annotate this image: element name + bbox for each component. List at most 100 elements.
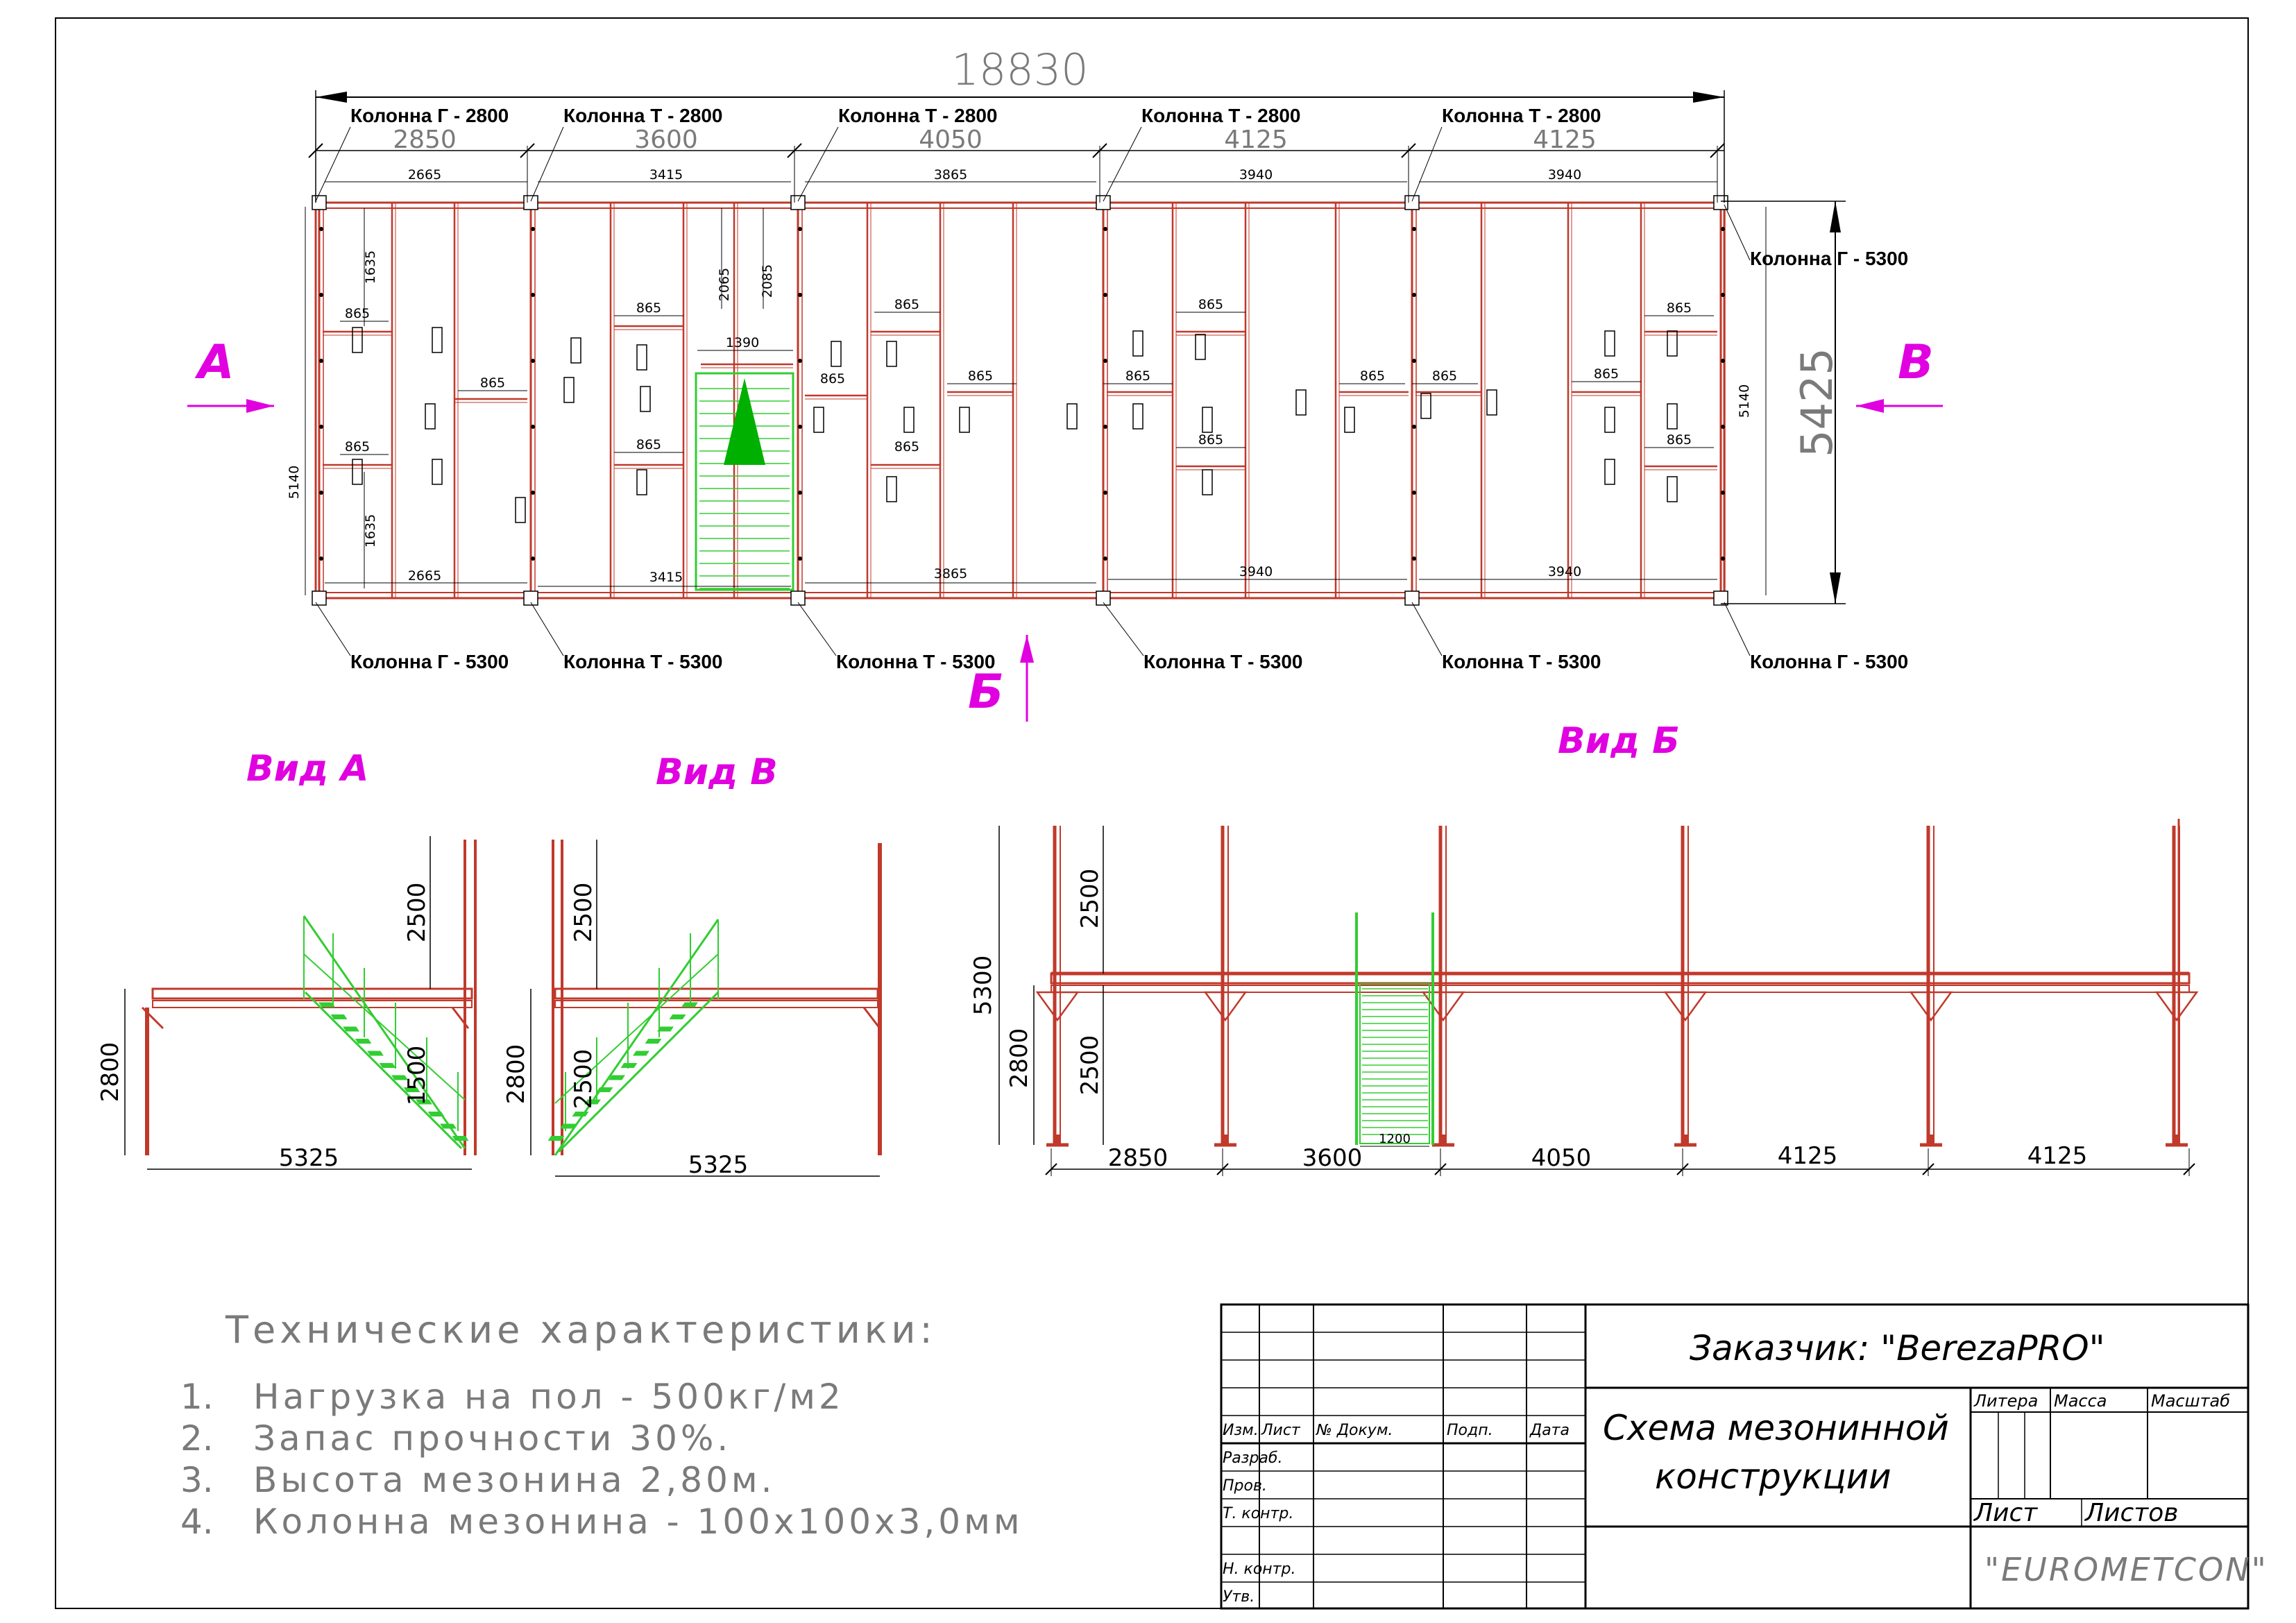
dim-overall-width: 5425 <box>1792 348 1842 457</box>
view-a-step <box>452 1136 469 1141</box>
view-a-title: Вид А <box>246 748 368 790</box>
column-square <box>523 195 538 210</box>
bay-inner-bottom-3: 3865 <box>934 566 967 581</box>
column-square <box>1404 195 1420 210</box>
bracket-symbol <box>813 407 824 433</box>
col-label-bottom-5: Колонна Т - 5300 <box>1442 651 1601 672</box>
bracket-symbol <box>352 327 363 353</box>
bracket-symbol <box>425 403 436 430</box>
view-a-step <box>343 1026 359 1032</box>
view-b-bay-2: 3600 <box>1302 1144 1363 1172</box>
dim-865-f3: 865 <box>1667 432 1692 448</box>
view-a-step <box>391 1075 408 1080</box>
bracket-symbol <box>636 344 647 371</box>
bolt-mark <box>1412 491 1416 495</box>
column-labels-top: Колонна Г - 2800 Колонна Т - 2800 Колонн… <box>315 105 1908 269</box>
bolt-mark <box>319 359 323 363</box>
bracket-symbol <box>636 469 647 495</box>
plan-frame <box>312 195 1728 606</box>
svg-text:В: В <box>1898 335 1934 390</box>
view-b-bay-3: 4050 <box>1531 1144 1592 1172</box>
tb-hdr-list: Лист <box>1261 1422 1301 1439</box>
tb-litera: Литера <box>1973 1391 2038 1411</box>
spec-text-4: Колонна мезонина - 100х100х3,0мм <box>253 1502 1023 1542</box>
tb-role-utv: Утв. <box>1223 1588 1255 1606</box>
bracket-symbol <box>1420 393 1431 419</box>
outer-bay-slash <box>1401 143 1416 158</box>
column-labels-bottom: Колонна Г - 5300 Колонна Т - 5300 Колонн… <box>315 602 1908 672</box>
view-v-step <box>620 1063 638 1068</box>
view-a: Вид А 2500 2800 1500 5325 <box>96 748 477 1172</box>
view-a-dim-width: 5325 <box>279 1144 339 1172</box>
dim-865-a3: 865 <box>480 375 505 391</box>
column-square <box>523 590 538 606</box>
dim-865-e2: 865 <box>1432 368 1457 384</box>
bolt-mark <box>319 293 323 297</box>
dim-865-d3: 865 <box>1198 432 1223 448</box>
bolt-mark <box>319 425 323 429</box>
outer-bay-slash <box>1710 143 1725 158</box>
inner-dims-bottom: 2665 3415 3865 3940 3940 <box>325 564 1717 587</box>
bracket-symbol <box>1202 407 1213 433</box>
column-square <box>1713 590 1728 606</box>
dim-865-a1: 865 <box>345 306 370 321</box>
view-b-bay-5: 4125 <box>2027 1142 2088 1170</box>
dim-865-f2: 865 <box>1594 366 1619 382</box>
bolt-mark <box>1721 293 1725 297</box>
spec-text-1: Нагрузка на пол - 500кг/м2 <box>253 1377 844 1417</box>
view-marker-a: А <box>187 335 274 413</box>
stair-direction-arrow <box>724 378 765 465</box>
bracket-symbol <box>1132 330 1143 357</box>
bay-inner-top-4: 3940 <box>1239 167 1273 182</box>
view-v-step <box>572 1112 589 1116</box>
tb-listov: Листов <box>2084 1499 2178 1527</box>
view-b-dim-lower: 2500 <box>1076 1035 1104 1096</box>
tech-specs: Технические характеристики: 1. Нагрузка … <box>180 1308 1023 1542</box>
bracket-symbol <box>432 327 443 353</box>
column-square <box>790 590 806 606</box>
view-a-dim-mid: 1500 <box>403 1046 431 1106</box>
bolt-mark <box>798 227 802 231</box>
view-v-dim-top: 2500 <box>570 883 597 943</box>
bracket-symbol <box>1344 407 1355 433</box>
col-label-top-2: Колонна Т - 2800 <box>563 105 722 126</box>
column-square <box>1404 590 1420 606</box>
tb-massa: Масса <box>2054 1391 2107 1411</box>
view-b-dim-slash <box>2183 1163 2195 1175</box>
view-b-bay-1: 2850 <box>1108 1144 1168 1172</box>
view-marker-v: В <box>1856 335 1943 413</box>
bolt-mark <box>531 293 535 297</box>
view-v-dim-width: 5325 <box>688 1151 749 1179</box>
tb-masshtab: Масштаб <box>2151 1391 2230 1411</box>
dim-865-c1: 865 <box>820 371 845 386</box>
bracket-symbol <box>1667 403 1678 430</box>
drawing-title-line2: конструкции <box>1655 1456 1891 1497</box>
dim-865-b1: 865 <box>636 300 661 316</box>
col-label-top-5: Колонна Т - 2800 <box>1442 105 1601 126</box>
inner-dims-top: 2665 3415 3865 3940 3940 <box>325 167 1717 182</box>
outer-bay-slash <box>520 143 535 158</box>
bolt-mark <box>319 491 323 495</box>
dim-865-b2: 865 <box>636 437 661 452</box>
bolt-mark <box>1412 556 1416 561</box>
customer-text: Заказчик: "BerezaPRO" <box>1690 1328 2105 1368</box>
view-v-step <box>633 1051 649 1056</box>
bracket-symbol <box>886 476 897 502</box>
view-v-dim-height: 2800 <box>502 1044 530 1105</box>
dim-2085: 2085 <box>760 264 775 298</box>
bracket-symbol <box>1066 403 1078 430</box>
bolt-mark <box>531 556 535 561</box>
spec-text-3: Высота мезонина 2,80м. <box>253 1460 776 1500</box>
title-block-text: Заказчик: "BerezaPRO" Схема мезонинной к… <box>1223 1328 2266 1606</box>
bolt-mark <box>1412 359 1416 363</box>
bolt-mark <box>1412 293 1416 297</box>
view-b: Вид Б 5300 2800 2500 2500 1200 2850 3600… <box>969 720 2199 1176</box>
bracket-symbol <box>886 341 897 367</box>
bay-inner-bottom-1: 2665 <box>408 568 441 584</box>
column-square <box>790 195 806 210</box>
bolt-mark <box>1721 491 1725 495</box>
view-a-step <box>367 1051 384 1056</box>
view-b-dim-slash <box>1216 1163 1229 1175</box>
col-label-right-top: Колонна Г - 5300 <box>1750 248 1908 269</box>
dim-865-c4: 865 <box>894 439 919 454</box>
